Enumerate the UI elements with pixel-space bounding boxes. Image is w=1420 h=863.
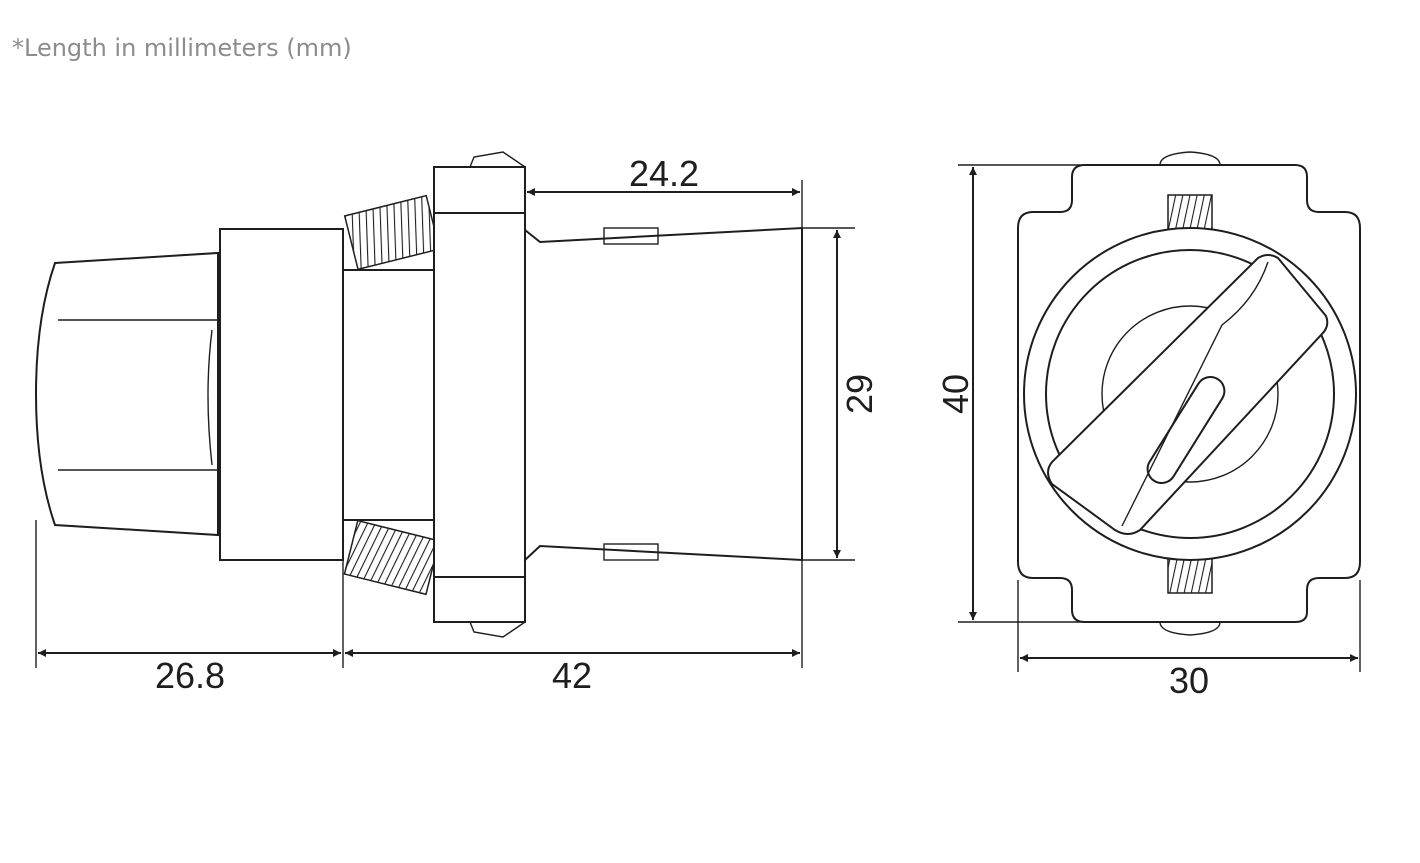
thread-bottom — [343, 519, 441, 596]
label-total-height: 40 — [935, 374, 976, 414]
knob-cap — [34, 251, 219, 537]
front-stud-bottom — [1167, 556, 1213, 594]
front-view: 40 30 — [935, 151, 1361, 701]
bezel-ring — [219, 228, 344, 561]
label-knob-length: 26.8 — [155, 655, 225, 696]
lever-slot — [1146, 375, 1226, 485]
neck — [342, 269, 436, 521]
thread-top — [343, 194, 441, 271]
side-view: 24.2 29 26.8 42 — [34, 151, 880, 696]
units-note: *Length in millimeters (mm) — [12, 34, 352, 62]
front-stud-top — [1167, 194, 1213, 232]
label-body-length: 42 — [552, 655, 592, 696]
label-top-depth: 24.2 — [629, 153, 699, 194]
label-bezel-height: 29 — [839, 374, 880, 414]
mounting-plate — [433, 166, 526, 623]
label-width: 30 — [1169, 660, 1209, 701]
switch-body — [524, 226, 803, 562]
